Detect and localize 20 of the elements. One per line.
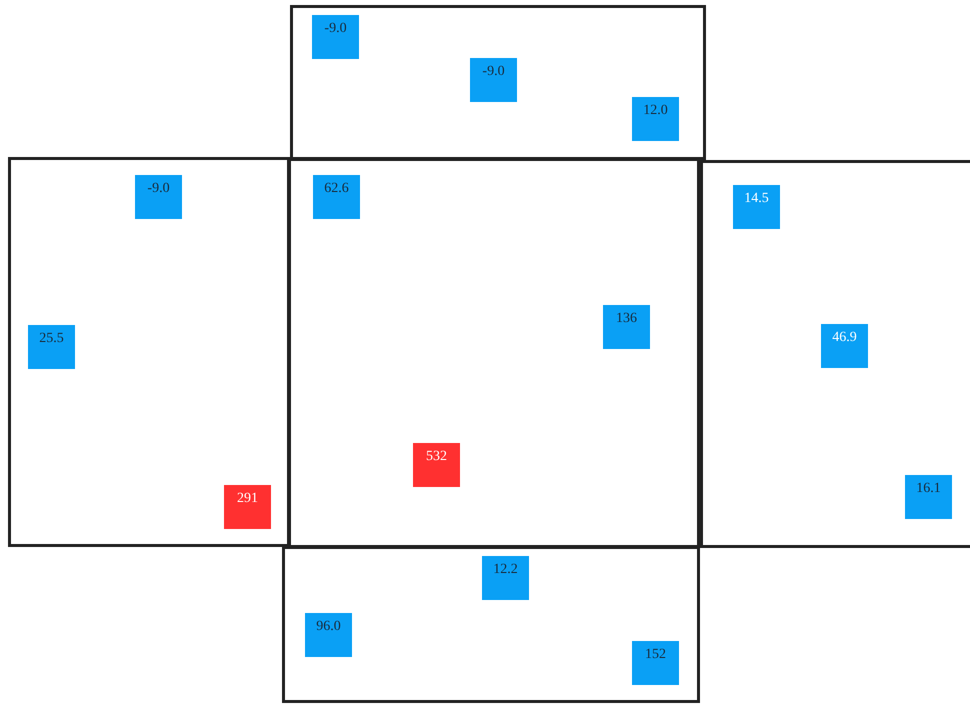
value-box: 291 bbox=[224, 485, 271, 529]
value-box: 152 bbox=[632, 641, 679, 685]
grid-square bbox=[290, 5, 706, 160]
grid-square bbox=[700, 160, 970, 548]
value-box: 25.5 bbox=[28, 325, 75, 369]
value-box: 12.0 bbox=[632, 97, 679, 141]
value-box: 62.6 bbox=[313, 175, 360, 219]
value-box: 12.2 bbox=[482, 556, 529, 600]
value-box: 16.1 bbox=[905, 475, 952, 519]
value-box: -9.0 bbox=[135, 175, 182, 219]
value-box: 532 bbox=[413, 443, 460, 487]
grid-square bbox=[8, 157, 290, 547]
value-box: -9.0 bbox=[470, 58, 517, 102]
grid-square bbox=[288, 158, 700, 548]
value-box: 96.0 bbox=[305, 613, 352, 657]
grid-square bbox=[282, 546, 700, 703]
value-box: -9.0 bbox=[312, 15, 359, 59]
value-box: 46.9 bbox=[821, 324, 868, 368]
value-box: 14.5 bbox=[733, 185, 780, 229]
value-box: 136 bbox=[603, 305, 650, 349]
